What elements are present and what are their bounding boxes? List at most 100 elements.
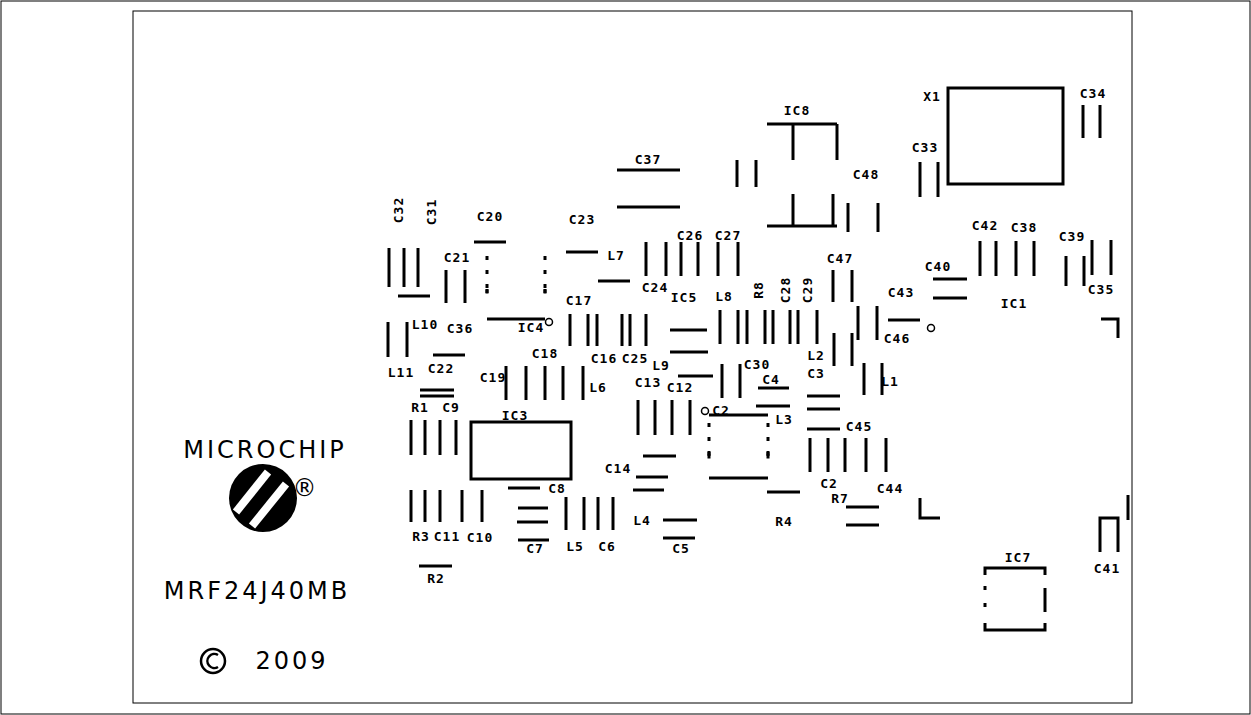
pad-outline	[388, 248, 391, 287]
copyright-ring	[201, 649, 225, 673]
pad-outline	[420, 389, 454, 392]
pad-outline	[767, 491, 800, 494]
pad-dot	[486, 289, 489, 293]
part-designator: C23	[569, 213, 595, 226]
pad-outline	[844, 438, 847, 472]
pad-dot	[708, 452, 711, 456]
pad-outline	[755, 160, 758, 187]
pad-outline	[807, 395, 840, 398]
pad-outline	[582, 366, 585, 400]
pad-outline	[832, 270, 835, 302]
part-designator: C12	[667, 381, 693, 394]
logo-disc	[229, 464, 297, 532]
pad-outline	[737, 310, 740, 344]
pad-outline	[518, 507, 548, 510]
pad-outline	[419, 565, 452, 568]
part-designator: C6	[598, 540, 616, 553]
pad-outline	[670, 329, 707, 332]
part-designator: L5	[566, 540, 584, 553]
pad-outline	[633, 489, 664, 492]
pad-outline	[621, 314, 624, 346]
corner-mark	[985, 623, 1045, 630]
pad-dot	[984, 586, 987, 590]
pad-outline	[410, 490, 413, 522]
part-designator: C11	[434, 530, 460, 543]
pad-outline	[1015, 241, 1018, 276]
part-designator: R2	[427, 572, 445, 585]
part-designator: L8	[715, 290, 733, 303]
pad-outline	[583, 497, 586, 530]
pad-outline	[1083, 256, 1086, 286]
pad-outline	[410, 420, 413, 455]
corner-mark	[985, 568, 1045, 575]
pad-dot	[544, 289, 547, 293]
part-designator: C2	[712, 404, 730, 417]
pad-outline	[979, 241, 982, 276]
pad-outline	[809, 438, 812, 472]
part-designator: C32	[392, 197, 405, 223]
part-designator: C8	[548, 482, 566, 495]
board-marking: MICROCHIP	[183, 438, 346, 462]
part-designator: C48	[853, 168, 879, 181]
pad-outline	[678, 375, 713, 378]
pad-outline	[596, 314, 599, 346]
pad-outline	[865, 438, 868, 472]
pad-outline	[587, 314, 590, 346]
pad-outline	[846, 506, 879, 509]
part-designator: L10	[412, 318, 438, 331]
part-designator: C7	[526, 542, 544, 555]
part-designator: R8	[752, 281, 765, 299]
part-designator: C24	[642, 281, 668, 294]
part-designator: C47	[827, 252, 853, 265]
part-designator: C21	[444, 251, 470, 264]
pad-outline	[569, 314, 572, 346]
part-designator: C4	[762, 373, 780, 386]
pad-outline	[876, 306, 879, 340]
board-marking: 2009	[255, 649, 328, 673]
pin1-marker	[546, 319, 553, 326]
part-designator: C13	[635, 376, 661, 389]
part-designator: C45	[846, 420, 872, 433]
pad-outline	[566, 251, 598, 254]
part-designator: C17	[566, 294, 592, 307]
part-designator: C39	[1059, 230, 1085, 243]
pad-outline	[670, 351, 708, 354]
pad-outline	[562, 366, 565, 400]
pad-outline	[508, 487, 540, 490]
pad-outline	[719, 310, 722, 344]
pad-dot	[486, 270, 489, 274]
pad-dot	[767, 452, 770, 456]
pad-outline	[663, 537, 695, 540]
outline	[471, 422, 571, 479]
pad-outline	[833, 333, 836, 366]
pad-outline	[772, 310, 775, 344]
pad-outline	[629, 314, 632, 346]
pad-outline	[455, 420, 458, 455]
part-designator: R4	[775, 515, 793, 528]
pad-outline	[847, 203, 850, 232]
pad-outline	[424, 420, 427, 455]
pad-outline	[665, 242, 668, 276]
pad-outline	[403, 248, 406, 287]
pad-outline	[737, 242, 740, 276]
pad-outline	[739, 364, 742, 398]
part-designator: C20	[477, 210, 503, 223]
part-designator: IC5	[671, 291, 697, 304]
part-designator: C44	[877, 482, 903, 495]
pad-outline	[1033, 241, 1036, 276]
pad-dot	[708, 451, 711, 455]
pad-outline	[420, 395, 454, 398]
pad-dot	[767, 451, 770, 455]
pad-outline	[846, 524, 879, 527]
part-designator: L1	[881, 375, 899, 388]
pad-outline	[433, 354, 465, 357]
part-designator: C41	[1094, 562, 1120, 575]
pad-outline	[851, 333, 854, 366]
pad-outline	[424, 490, 427, 522]
pad-outline	[481, 490, 484, 522]
part-designator: C30	[744, 358, 770, 371]
part-designator: C14	[605, 462, 631, 475]
pad-dot	[767, 437, 770, 441]
